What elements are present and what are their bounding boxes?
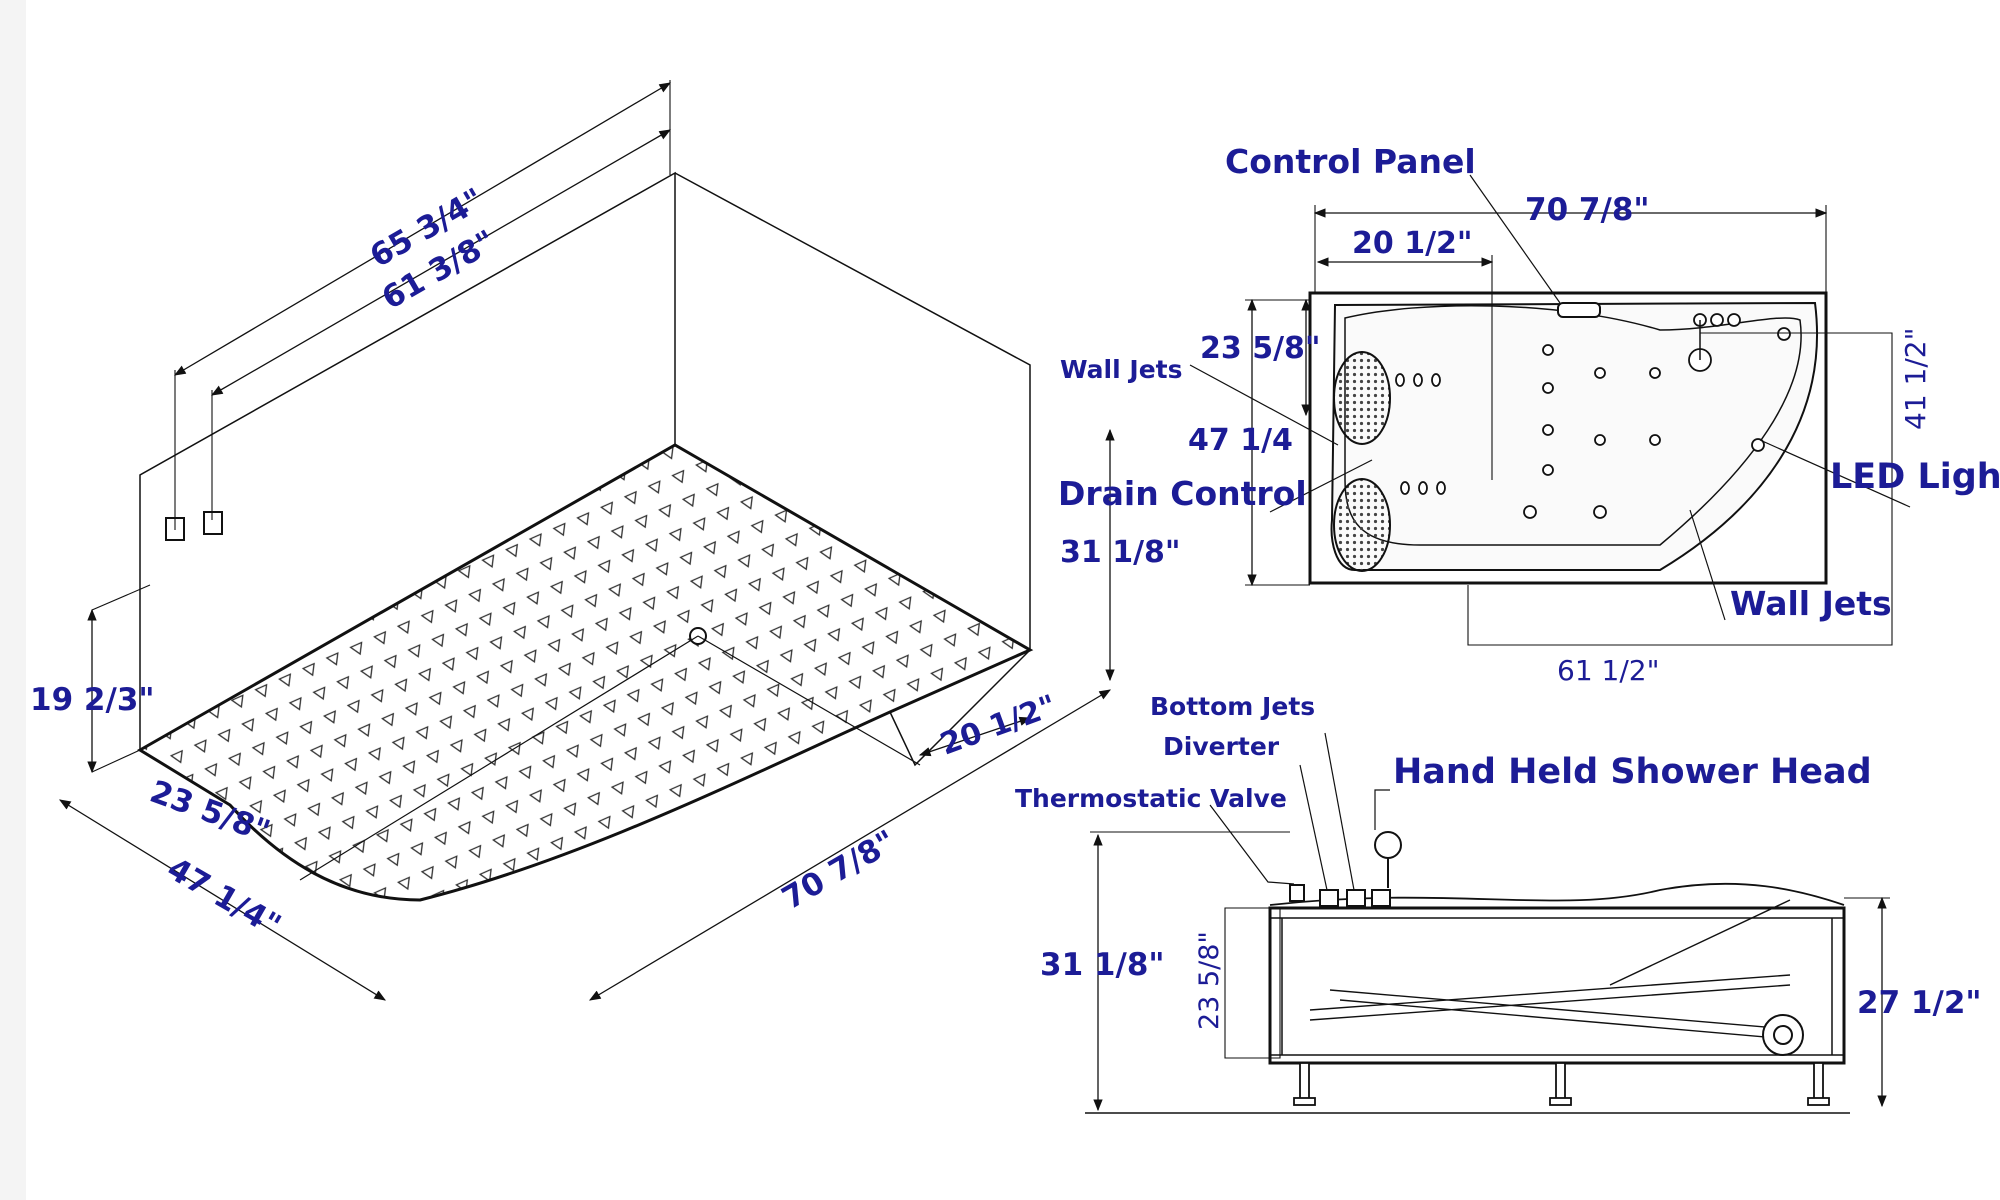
side-label-bottom-jets: Bottom Jets bbox=[1150, 692, 1315, 721]
top-dim-depth: 47 1/4 bbox=[1188, 423, 1293, 458]
iso-dim-depth: 47 1/4" bbox=[161, 851, 287, 944]
iso-dim-right-side: 20 1/2" bbox=[936, 688, 1061, 762]
top-dim-side-depth: 31 1/8" bbox=[1060, 535, 1181, 570]
top-leader-led bbox=[1759, 439, 1911, 508]
left-margin-strip bbox=[0, 0, 26, 1200]
top-dim-right-depth: 41 1/2" bbox=[1899, 328, 1932, 430]
top-dim-inner-depth: 23 5/8" bbox=[1200, 331, 1321, 366]
side-dim-tub-height: 27 1/2" bbox=[1857, 985, 1982, 1021]
side-leader-diverter bbox=[1299, 764, 1328, 891]
side-plumbing bbox=[1309, 899, 1801, 1041]
side-label-diverter: Diverter bbox=[1163, 732, 1280, 761]
side-pump-core bbox=[1773, 1025, 1793, 1045]
top-view: Control Panel 70 7/8" 20 1/2" 23 5/8" Wa… bbox=[1058, 142, 2000, 687]
side-leader-shower-head bbox=[1374, 789, 1390, 830]
top-ext-lines-side bbox=[1245, 299, 1310, 586]
top-leader-control-panel bbox=[1469, 174, 1561, 304]
side-tub-rim bbox=[1269, 882, 1845, 906]
side-fixtures bbox=[1289, 831, 1402, 907]
top-dim-inner-length: 61 1/2" bbox=[1557, 654, 1659, 687]
top-label-control-panel: Control Panel bbox=[1225, 142, 1476, 181]
iso-dim-line-inner bbox=[210, 129, 672, 396]
top-label-drain-control: Drain Control bbox=[1058, 474, 1307, 513]
top-ext-lines-length bbox=[1314, 205, 1827, 293]
top-headrest-lower bbox=[1333, 478, 1391, 572]
iso-right-wall bbox=[674, 172, 1031, 650]
iso-tub-surface bbox=[137, 443, 1034, 902]
side-leader-thermostatic bbox=[1209, 804, 1295, 885]
isometric-view: 65 3/4" 61 3/8" 19 2/3" 23 5/8" 47 1/4" … bbox=[30, 80, 1115, 1001]
iso-dim-height: 19 2/3" bbox=[30, 682, 155, 718]
side-tub-body bbox=[1268, 906, 1846, 1065]
side-tub-inner-lines bbox=[1270, 917, 1844, 1056]
top-inner-contour bbox=[1344, 304, 1802, 546]
iso-dim-length-front: 70 7/8" bbox=[776, 823, 902, 916]
side-legs bbox=[1293, 1062, 1830, 1106]
side-leader-bottom-jets bbox=[1324, 732, 1355, 891]
top-label-wall-jets-left: Wall Jets bbox=[1060, 355, 1183, 384]
side-view: Bottom Jets Diverter Hand Held Shower He… bbox=[1015, 692, 1982, 1114]
iso-ext-lines-top bbox=[174, 80, 671, 530]
top-dim-box-right bbox=[1467, 332, 1893, 646]
side-dim-box-inner bbox=[1224, 907, 1281, 1059]
iso-dim-line-depth bbox=[59, 799, 386, 1001]
side-dim-inner-height: 23 5/8" bbox=[1194, 931, 1225, 1030]
iso-dim-line-right-side bbox=[918, 716, 1032, 757]
iso-ext-lines-height bbox=[91, 584, 151, 773]
top-dim-left-width: 20 1/2" bbox=[1352, 226, 1473, 261]
iso-control-box-2 bbox=[203, 511, 223, 535]
side-label-shower-head: Hand Held Shower Head bbox=[1393, 752, 1872, 792]
top-dim-length: 70 7/8" bbox=[1525, 192, 1650, 228]
top-leader-wall-jets-left bbox=[1189, 364, 1339, 446]
side-label-thermostatic: Thermostatic Valve bbox=[1015, 784, 1287, 813]
top-leader-drain bbox=[1269, 459, 1373, 513]
top-label-wall-jets-right: Wall Jets bbox=[1730, 584, 1892, 623]
top-headrest-upper bbox=[1333, 351, 1391, 445]
top-leader-wall-jets-right bbox=[1689, 509, 1726, 621]
top-control-panel-icon bbox=[1557, 302, 1601, 318]
top-label-led-light: LED Light bbox=[1830, 457, 2000, 497]
side-dim-total-height: 31 1/8" bbox=[1040, 947, 1165, 983]
